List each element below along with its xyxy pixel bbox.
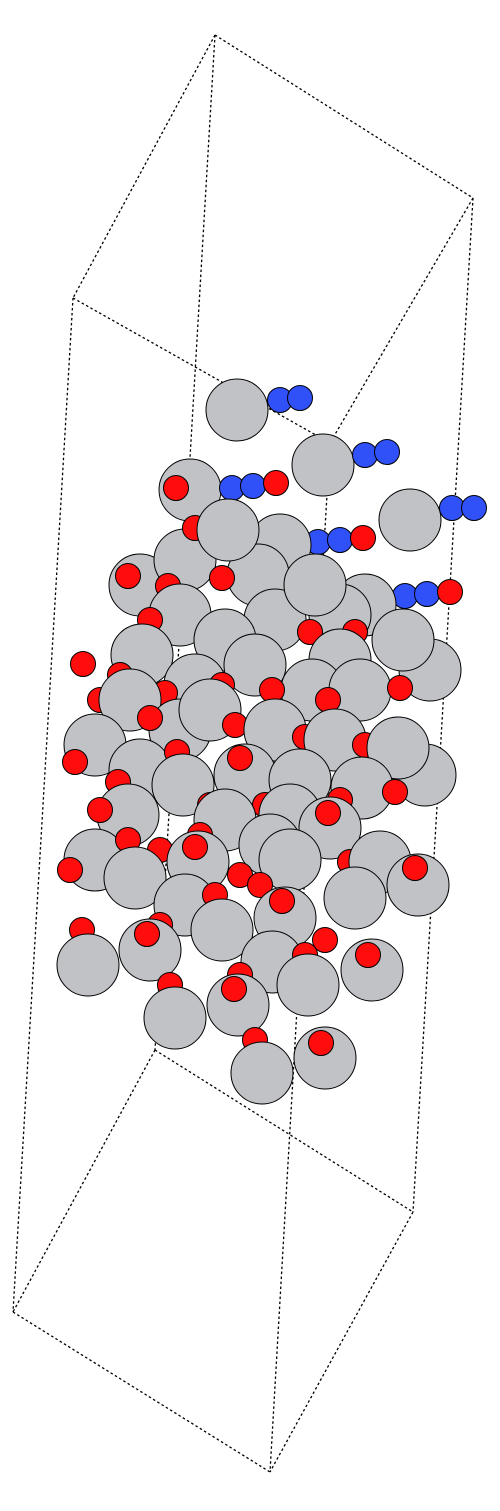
atom-small-red-110 bbox=[269, 888, 295, 914]
cell-edge-1 bbox=[214, 34, 474, 199]
atom-small-red-119 bbox=[355, 942, 381, 968]
cell-edge-4 bbox=[329, 197, 474, 444]
cell-edge-9 bbox=[12, 1311, 271, 1473]
atom-small-red-54 bbox=[387, 675, 413, 701]
atom-large-7 bbox=[378, 488, 442, 552]
atom-small-red-61 bbox=[137, 705, 163, 731]
cell-edge-10 bbox=[269, 1211, 414, 1473]
atom-small-red-116 bbox=[312, 927, 338, 953]
atom-large-126 bbox=[143, 986, 207, 1050]
atom-small-red-125 bbox=[221, 976, 247, 1002]
atom-small-blue-6 bbox=[374, 439, 400, 465]
atoms-group bbox=[56, 378, 487, 1105]
atom-large-27 bbox=[196, 498, 260, 562]
atom-large-130 bbox=[230, 1041, 294, 1105]
atom-small-red-106 bbox=[247, 872, 273, 898]
atom-small-blue-9 bbox=[461, 495, 487, 521]
atom-small-red-114 bbox=[134, 921, 160, 947]
atom-small-blue-13 bbox=[240, 473, 266, 499]
atom-small-red-14 bbox=[263, 470, 289, 496]
atom-large-95 bbox=[103, 846, 167, 910]
atom-small-red-41 bbox=[70, 651, 96, 677]
atom-small-red-29 bbox=[209, 565, 235, 591]
atom-small-red-103 bbox=[402, 855, 428, 881]
atom-small-red-59 bbox=[62, 749, 88, 775]
atom-large-40 bbox=[371, 608, 435, 672]
cell-edge-5 bbox=[412, 197, 474, 1213]
atom-large-69 bbox=[366, 716, 430, 780]
atom-large-36 bbox=[283, 553, 347, 617]
atom-small-red-74 bbox=[227, 745, 253, 771]
atom-small-red-37 bbox=[297, 619, 323, 645]
atom-small-red-17 bbox=[350, 525, 376, 551]
atom-small-blue-16 bbox=[327, 527, 353, 553]
cell-edge-6 bbox=[12, 297, 74, 1313]
cell-edge-3 bbox=[72, 297, 331, 444]
atom-small-blue-3 bbox=[287, 385, 313, 411]
atom-small-red-129 bbox=[308, 1030, 334, 1056]
atom-small-red-89 bbox=[57, 857, 83, 883]
atom-small-blue-5 bbox=[352, 442, 378, 468]
cell-edge-12 bbox=[12, 1049, 156, 1313]
atom-small-red-20 bbox=[437, 579, 463, 605]
atom-small-red-87 bbox=[315, 800, 341, 826]
atom-large-122 bbox=[276, 953, 340, 1017]
atom-large-107 bbox=[323, 866, 387, 930]
atom-large-108 bbox=[190, 898, 254, 962]
atom-small-red-97 bbox=[182, 834, 208, 860]
atom-large-115 bbox=[56, 933, 120, 997]
cell-edge-2 bbox=[72, 34, 216, 299]
atom-small-red-82 bbox=[87, 797, 113, 823]
atom-large-4 bbox=[291, 433, 355, 497]
atom-large-1 bbox=[205, 378, 269, 442]
cell-edge-11 bbox=[154, 1049, 414, 1213]
atom-small-red-11 bbox=[163, 475, 189, 501]
atom-small-red-77 bbox=[382, 779, 408, 805]
atom-small-red-22 bbox=[115, 563, 141, 589]
atom-small-blue-19 bbox=[414, 581, 440, 607]
atom-small-blue-8 bbox=[439, 495, 465, 521]
